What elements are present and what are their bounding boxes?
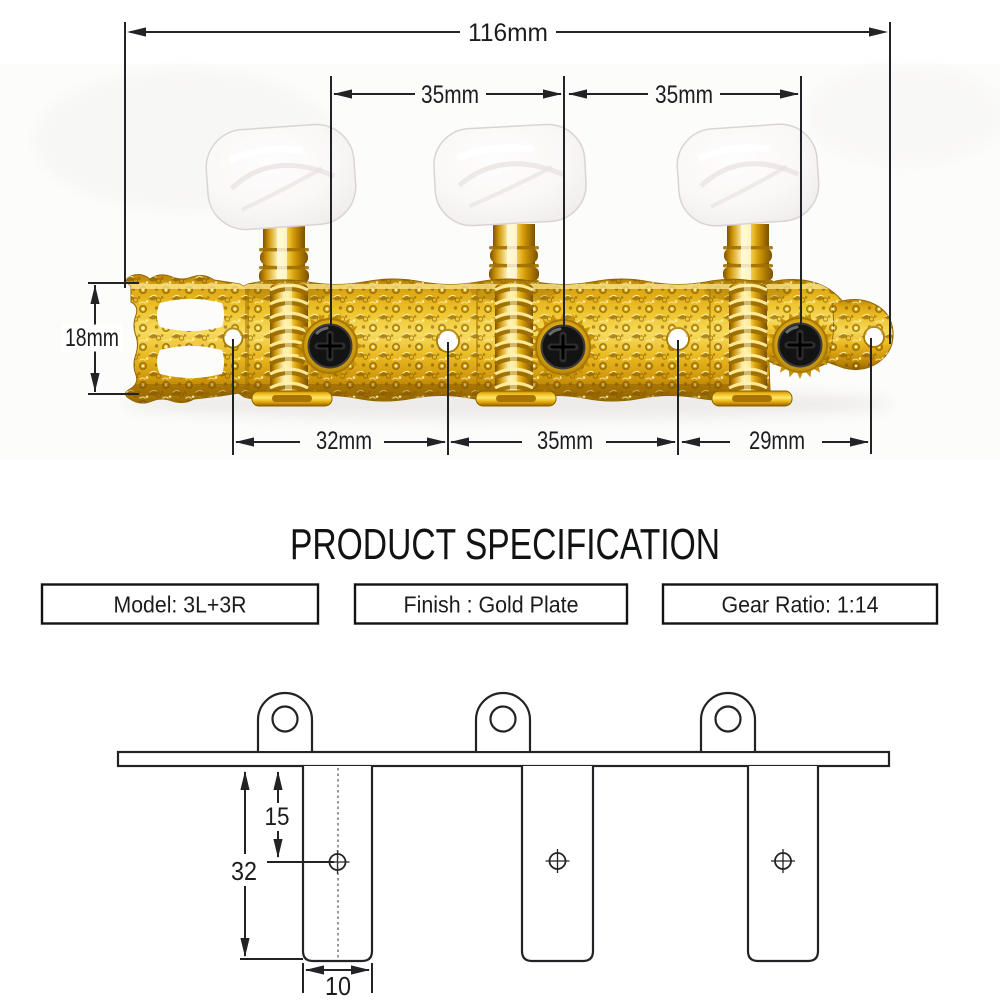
svg-text:29mm: 29mm [749,427,805,455]
svg-text:10: 10 [325,971,351,1000]
svg-text:Model: 3L+3R: Model: 3L+3R [114,592,247,618]
svg-text:PRODUCT SPECIFICATION: PRODUCT SPECIFICATION [290,520,720,569]
svg-text:15: 15 [265,803,290,831]
svg-text:35mm: 35mm [421,81,479,109]
svg-text:32: 32 [231,856,257,886]
svg-text:116mm: 116mm [468,19,548,47]
svg-text:Finish : Gold Plate: Finish : Gold Plate [404,592,579,618]
svg-text:35mm: 35mm [537,427,593,455]
svg-text:32mm: 32mm [316,427,372,455]
svg-text:35mm: 35mm [655,81,713,109]
svg-text:18mm: 18mm [65,324,119,352]
svg-text:Gear Ratio: 1:14: Gear Ratio: 1:14 [722,592,879,618]
